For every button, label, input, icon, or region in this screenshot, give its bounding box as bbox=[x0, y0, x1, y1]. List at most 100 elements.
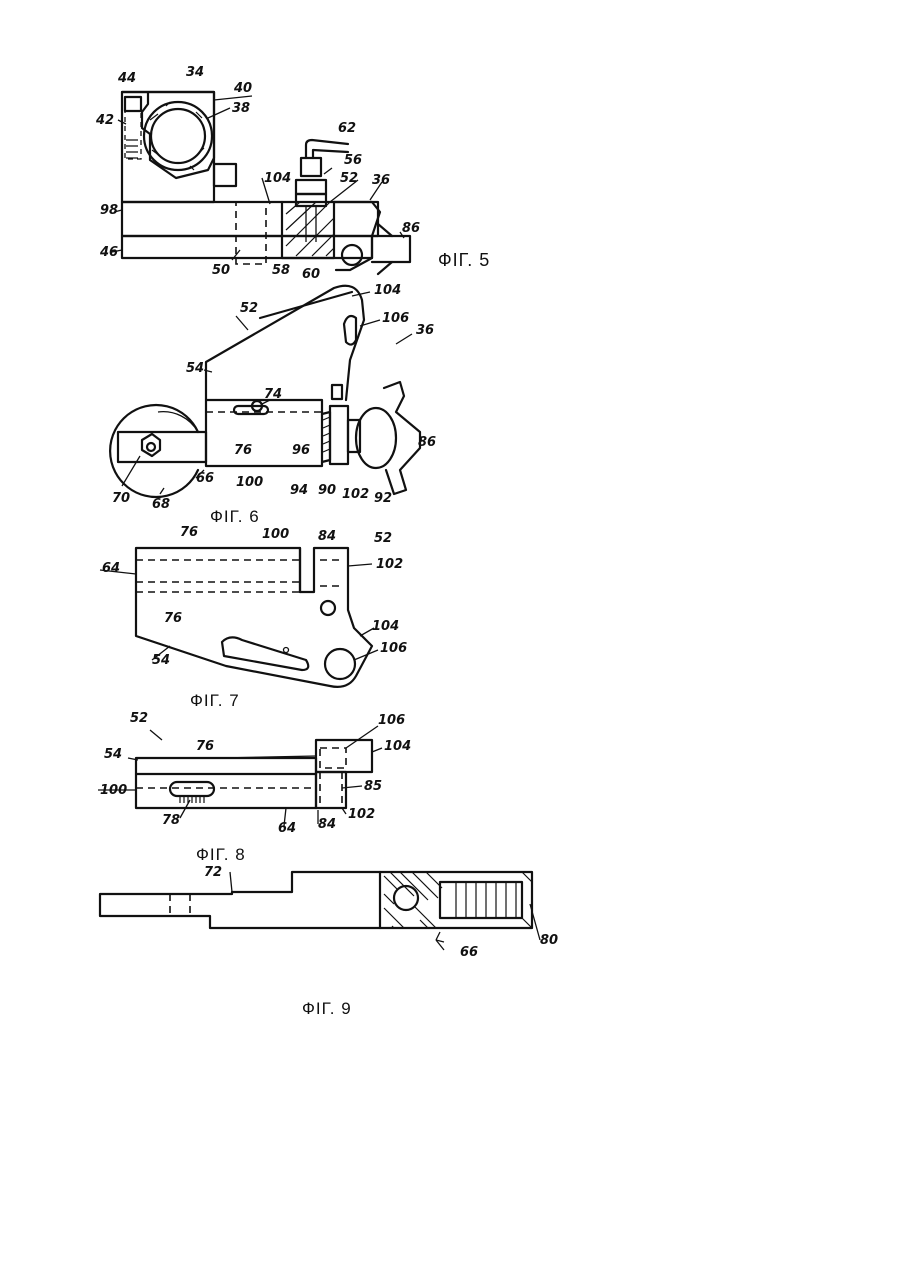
ref-label: 100 bbox=[236, 475, 263, 490]
section-hatching-9 bbox=[384, 872, 442, 928]
caption-fig-8: ФIГ. 8 bbox=[196, 845, 246, 864]
ref-label: 96 bbox=[292, 443, 310, 458]
small-pin bbox=[332, 385, 342, 399]
hole-106 bbox=[325, 649, 355, 679]
ref-label: 92 bbox=[374, 491, 392, 506]
ref-label: 56 bbox=[344, 153, 362, 168]
ref-label: 36 bbox=[372, 173, 390, 188]
hidden-bores bbox=[136, 560, 300, 592]
ref-label: 86 bbox=[418, 435, 436, 450]
body-top-view bbox=[136, 758, 316, 808]
ref-label: 85 bbox=[364, 779, 382, 794]
hidden-85 bbox=[320, 772, 342, 808]
side-stub bbox=[214, 164, 236, 186]
shaft-66 bbox=[100, 872, 532, 928]
thread-bore bbox=[440, 882, 522, 918]
pipe-inner bbox=[313, 150, 348, 158]
ref-label: 46 bbox=[99, 245, 118, 260]
threads-80 bbox=[456, 882, 516, 918]
fitting-nut-lower bbox=[296, 194, 326, 206]
ref-label: 84 bbox=[318, 529, 336, 544]
slot-76-top bbox=[170, 782, 214, 796]
ref-label: 98 bbox=[100, 203, 118, 218]
ref-label: 42 bbox=[95, 113, 114, 128]
ref-label: 104 bbox=[372, 619, 399, 634]
knob-wings bbox=[378, 224, 392, 274]
plate-outline bbox=[206, 286, 364, 400]
caption-fig-7: ФIГ. 7 bbox=[190, 691, 240, 710]
ref-label: 68 bbox=[152, 497, 170, 512]
ref-label: 90 bbox=[318, 483, 336, 498]
ref-label: 40 bbox=[233, 81, 252, 96]
ref-label: 86 bbox=[402, 221, 420, 236]
ref-label: 106 bbox=[382, 311, 409, 326]
ref-label: 52 bbox=[130, 711, 148, 726]
hidden-groove bbox=[170, 894, 190, 916]
figure-9 bbox=[100, 872, 532, 928]
ref-label: 106 bbox=[380, 641, 407, 656]
ref-label: 76 bbox=[180, 525, 198, 540]
hole-upper bbox=[321, 601, 335, 615]
ref-label: 34 bbox=[186, 65, 204, 80]
ref-label: 44 bbox=[117, 71, 136, 86]
figure-8 bbox=[136, 740, 372, 808]
ref-label: 106 bbox=[378, 713, 405, 728]
ref-label: 78 bbox=[162, 813, 180, 828]
arm-66 bbox=[118, 432, 206, 462]
ref-label: 104 bbox=[384, 739, 411, 754]
base-bar-upper bbox=[122, 202, 378, 236]
caption-fig-5: ФIГ. 5 bbox=[438, 250, 490, 270]
nut-70 bbox=[142, 434, 160, 456]
ref-label: 54 bbox=[104, 747, 122, 762]
ref-label: 64 bbox=[278, 821, 296, 836]
ref-label: 66 bbox=[196, 471, 214, 486]
ref-label: 52 bbox=[340, 171, 358, 186]
hidden-106 bbox=[320, 748, 346, 768]
clamp-block bbox=[122, 92, 214, 178]
ref-label: 58 bbox=[272, 263, 290, 278]
ref-label: 76 bbox=[234, 443, 252, 458]
ref-label: 50 bbox=[212, 263, 230, 278]
ref-label: 54 bbox=[152, 653, 170, 668]
fitting-nut-upper bbox=[296, 180, 326, 194]
ref-label: 94 bbox=[290, 483, 308, 498]
plate-102 bbox=[330, 406, 348, 464]
slot-106 bbox=[344, 316, 356, 345]
ref-label: 76 bbox=[196, 739, 214, 754]
pivot-boss bbox=[342, 245, 362, 265]
tube-hatching bbox=[150, 102, 204, 170]
ref-label: 104 bbox=[264, 171, 291, 186]
ref-label: 80 bbox=[540, 933, 558, 948]
screw-head bbox=[125, 97, 141, 111]
ref-label: 74 bbox=[264, 387, 282, 402]
ref-label: 62 bbox=[338, 121, 356, 136]
ref-label: 104 bbox=[374, 283, 401, 298]
ref-label: 100 bbox=[262, 527, 289, 542]
curved-slot bbox=[222, 637, 308, 670]
knob-shaft bbox=[372, 236, 410, 262]
small-hole bbox=[284, 648, 289, 653]
ref-label: 52 bbox=[374, 531, 392, 546]
knob-hub-92 bbox=[356, 408, 396, 468]
ref-label: 38 bbox=[232, 101, 250, 116]
end-hatching bbox=[522, 872, 532, 928]
section-hatching bbox=[286, 202, 334, 256]
fitting-cap bbox=[301, 158, 321, 176]
ref-label: 54 bbox=[186, 361, 204, 376]
ref-label: 76 bbox=[164, 611, 182, 626]
ref-label: 66 bbox=[460, 945, 478, 960]
ref-label: 52 bbox=[240, 301, 258, 316]
ref-label: 70 bbox=[112, 491, 130, 506]
ref-label: 36 bbox=[416, 323, 434, 338]
ref-label: 102 bbox=[342, 487, 369, 502]
axle bbox=[147, 443, 155, 451]
plate-edge bbox=[260, 292, 352, 318]
ref-label: 60 bbox=[302, 267, 320, 282]
ref-label: 84 bbox=[318, 817, 336, 832]
ref-label: 102 bbox=[348, 807, 375, 822]
screw-threads bbox=[126, 140, 138, 158]
tube-outer bbox=[144, 102, 212, 170]
knob-86 bbox=[384, 382, 420, 494]
ref-label: 102 bbox=[376, 557, 403, 572]
